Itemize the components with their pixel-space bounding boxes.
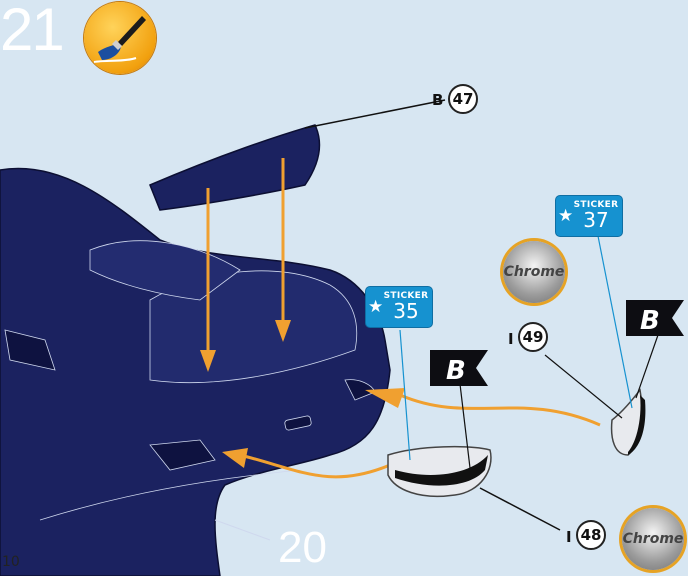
step-number: 21 [0,0,63,60]
part-47-number: 47 [448,84,478,114]
body-part-number: 20 [278,526,327,570]
part-47-letter: B [432,92,443,108]
sticker-35-number: 35 [380,301,432,321]
star-icon: ★ [558,208,573,225]
part-48-number: 48 [576,520,606,550]
sticker-37: ★ STICKER 37 [556,196,622,236]
chrome-paint-badge-top: Chrome [503,241,565,303]
part-49-letter: I [508,331,514,347]
star-icon: ★ [368,299,383,316]
paintbrush-icon [84,2,156,74]
rear-spoiler [150,125,319,210]
sticker-35: ★ STICKER 35 [366,287,432,327]
page-number: 10 [2,554,20,570]
paint-flag-letter-left: B [446,356,466,386]
part-48-letter: I [566,529,572,545]
sticker-37-number: 37 [570,210,622,230]
part-49-number: 49 [518,322,548,352]
chrome-paint-badge-bottom: Chrome [622,508,684,570]
paint-flag-letter-right: B [640,306,660,336]
